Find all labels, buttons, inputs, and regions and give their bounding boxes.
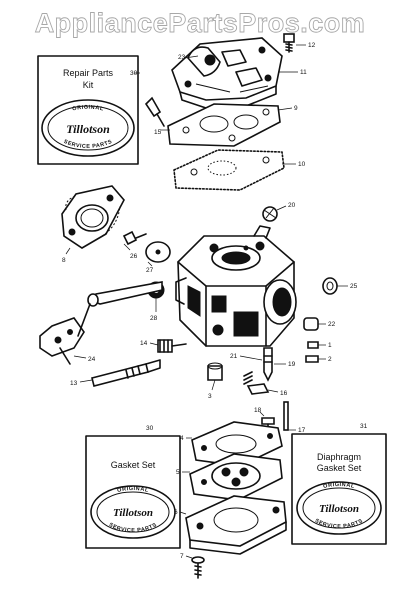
nut-part-20 <box>262 206 278 222</box>
cup-part-3 <box>207 362 223 381</box>
callout-27: 27 <box>146 267 154 274</box>
callout-9: 9 <box>294 105 298 112</box>
svg-text:ORIGINAL: ORIGINAL <box>323 482 356 490</box>
badge-1-brand: Tillotson <box>66 122 110 136</box>
screw-part-12 <box>283 33 295 53</box>
callout-4: 4 <box>180 435 184 442</box>
diaphragm-part-10 <box>173 149 285 191</box>
screw-part-1 <box>307 341 319 349</box>
gasket-part-8 <box>61 185 125 249</box>
spring-part-21 <box>243 371 253 385</box>
callout-22: 22 <box>328 321 336 328</box>
shaft-lever-part-24 <box>39 281 163 365</box>
diaphragm-kit-title-line-2: Gasket Set <box>317 463 362 473</box>
washer-part-25 <box>322 277 338 295</box>
cover-part-6 <box>185 495 287 555</box>
badge-3-bottom: SERVICE PARTS <box>314 518 364 530</box>
callout-6: 6 <box>174 509 178 516</box>
svg-text:ORIGINAL: ORIGINAL <box>117 486 150 494</box>
needle-valve-part-19 <box>263 347 273 382</box>
callout-11: 11 <box>300 69 307 76</box>
watermark: AppliancePartsPros.com <box>34 8 366 39</box>
callout-5: 5 <box>176 469 180 476</box>
repair-kit-title-line-1: Repair Parts <box>63 68 114 78</box>
lever-part-16 <box>246 383 270 395</box>
callout-28: 28 <box>150 315 158 322</box>
svg-text:SERVICE PARTS: SERVICE PARTS <box>108 522 159 534</box>
svg-text:SERVICE PARTS: SERVICE PARTS <box>63 139 114 150</box>
callout-17: 17 <box>298 427 306 434</box>
needle-part-15 <box>144 96 165 127</box>
tillotson-badge-1: ORIGINAL Tillotson SERVICE PARTS <box>41 99 135 157</box>
callout-2: 2 <box>328 356 332 363</box>
screw-part-7 <box>191 556 205 579</box>
badge-2-bottom: SERVICE PARTS <box>108 522 158 534</box>
disc-part-27 <box>145 241 171 263</box>
callout-kit-gasket: 30 <box>146 425 154 432</box>
callout-21: 21 <box>230 353 238 360</box>
callout-13: 13 <box>70 380 78 387</box>
repair-kit-title-line-2: Kit <box>83 80 94 90</box>
callout-15: 15 <box>154 129 162 136</box>
badge-2-top: ORIGINAL <box>117 486 149 494</box>
screw-part-13 <box>91 359 161 387</box>
gasket-set-kit-card: Gasket Set ORIGINAL Tillotson SERVICE PA… <box>85 435 181 549</box>
diaphragm-kit-title-line-1: Diaphragm <box>317 452 361 462</box>
tillotson-badge-2: ORIGINAL Tillotson SERVICE PARTS <box>90 485 176 539</box>
pin-part-17 <box>283 401 289 431</box>
tillotson-badge-3: ORIGINAL Tillotson SERVICE PARTS <box>296 481 382 535</box>
svg-text:ORIGINAL: ORIGINAL <box>72 105 105 113</box>
callout-7: 7 <box>180 553 184 560</box>
callout-14: 14 <box>140 340 148 347</box>
callout-12: 12 <box>308 42 316 49</box>
leader-lines <box>65 44 348 559</box>
callout-10: 10 <box>298 161 306 168</box>
gasket-part-9 <box>167 103 281 147</box>
gasket-set-title: Gasket Set <box>111 460 156 470</box>
needle-part-14 <box>157 339 187 353</box>
svg-text:SERVICE PARTS: SERVICE PARTS <box>314 518 365 530</box>
badge-1-bottom: SERVICE PARTS <box>63 139 113 150</box>
callout-23: 23 <box>178 54 186 61</box>
callout-24: 24 <box>88 356 96 363</box>
badge-3-top: ORIGINAL <box>323 482 355 490</box>
callout-26: 26 <box>130 253 138 260</box>
screw-part-26 <box>122 230 147 246</box>
cap-part-22 <box>303 317 319 331</box>
callout-8: 8 <box>62 257 66 264</box>
callout-3: 3 <box>208 393 212 400</box>
badge-3-brand: Tillotson <box>319 503 359 515</box>
callout-kit-diaphragm: 31 <box>360 423 368 430</box>
cover-part-11 <box>171 37 283 109</box>
repair-parts-kit-card: Repair Parts Kit ORIGINAL Tillotson SERV… <box>37 55 139 165</box>
callout-numbers: 23 12 11 9 10 15 20 8 26 27 25 28 22 24 … <box>62 42 368 560</box>
badge-1-top: ORIGINAL <box>72 105 104 113</box>
callout-20: 20 <box>288 202 296 209</box>
diaphragm-gasket-set-kit-card: Diaphragm Gasket Set ORIGINAL Tillotson … <box>291 433 387 545</box>
callout-25: 25 <box>350 283 358 290</box>
gasket-part-4 <box>191 421 283 467</box>
callout-kit-repair: 30 <box>130 70 138 77</box>
callout-16: 16 <box>280 390 288 397</box>
badge-2-brand: Tillotson <box>113 507 153 519</box>
callout-1: 1 <box>328 342 332 349</box>
callout-19: 19 <box>288 361 296 368</box>
callout-18: 18 <box>254 407 262 414</box>
carburetor-body <box>175 225 297 347</box>
screw-part-2 <box>305 355 319 363</box>
diaphragm-part-5 <box>189 453 283 501</box>
